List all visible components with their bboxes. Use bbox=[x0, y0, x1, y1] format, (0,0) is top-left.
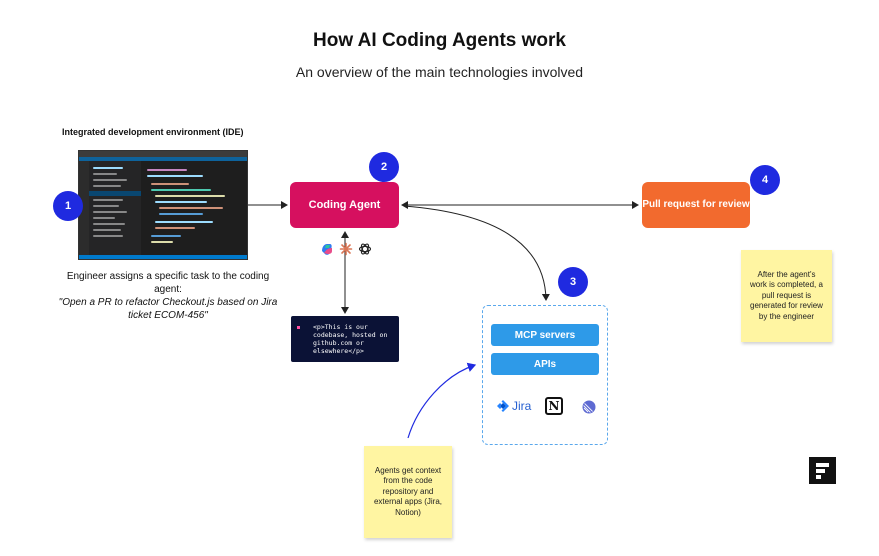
codebase-panel: <p>This is our codebase, hosted on githu… bbox=[291, 316, 399, 362]
ide-screenshot bbox=[78, 150, 248, 260]
engineer-task-text: Engineer assigns a specific task to the … bbox=[66, 271, 270, 295]
notion-icon: N bbox=[545, 397, 563, 415]
arrow-note-to-context bbox=[407, 362, 477, 439]
codebase-text: <p>This is our codebase, hosted on githu… bbox=[313, 323, 392, 355]
step-badge-2: 2 bbox=[369, 152, 399, 182]
jira-logo: Jira bbox=[497, 399, 531, 413]
coding-agent-box: Coding Agent bbox=[290, 182, 399, 228]
linear-icon bbox=[582, 400, 596, 414]
mcp-servers-pill: MCP servers bbox=[491, 324, 599, 346]
copilot-icon bbox=[322, 244, 332, 255]
engineer-description: Engineer assigns a specific task to the … bbox=[58, 270, 278, 322]
arrow-agent-to-context bbox=[403, 205, 550, 301]
step-badge-4: 4 bbox=[750, 165, 780, 195]
brand-logo-icon bbox=[809, 457, 836, 484]
claude-icon bbox=[339, 242, 353, 256]
page-subtitle: An overview of the main technologies inv… bbox=[295, 64, 584, 80]
engineer-task-quote: "Open a PR to refactor Checkout.js based… bbox=[58, 297, 278, 321]
step-badge-1: 1 bbox=[53, 191, 83, 221]
pull-request-box: Pull request for review bbox=[642, 182, 750, 228]
jira-label: Jira bbox=[512, 399, 532, 413]
context-sources-box bbox=[482, 305, 608, 445]
jira-icon bbox=[497, 400, 509, 412]
step-badge-3: 3 bbox=[558, 267, 588, 297]
sticky-note-context: Agents get context from the code reposit… bbox=[364, 446, 452, 538]
page-title: How AI Coding Agents work bbox=[313, 30, 566, 51]
apis-pill: APIs bbox=[491, 353, 599, 375]
ide-label: Integrated development environment (IDE) bbox=[62, 127, 244, 137]
sticky-note-pull-request: After the agent's work is completed, a p… bbox=[741, 250, 832, 342]
openai-icon bbox=[358, 243, 372, 255]
